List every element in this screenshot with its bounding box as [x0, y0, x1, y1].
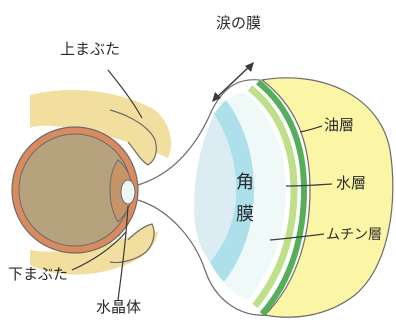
mucin-layer-label: ムチン層: [326, 228, 382, 242]
tear-film-arrowhead-2: [245, 62, 254, 72]
lens-label: 水晶体: [96, 300, 141, 315]
oil-layer-label: 油層: [324, 118, 354, 133]
cornea-label-2: 膜: [236, 206, 254, 224]
lower-eyelid-label: 下まぶた: [8, 267, 68, 282]
water-layer-label: 水層: [336, 176, 366, 191]
tear-film-label: 涙の膜: [216, 16, 261, 31]
lens: [121, 180, 135, 204]
upper-eyelid-label: 上まぶた: [60, 42, 120, 57]
cornea-label-1: 角: [236, 174, 254, 192]
tear-film-arrowhead-1: [212, 92, 221, 102]
